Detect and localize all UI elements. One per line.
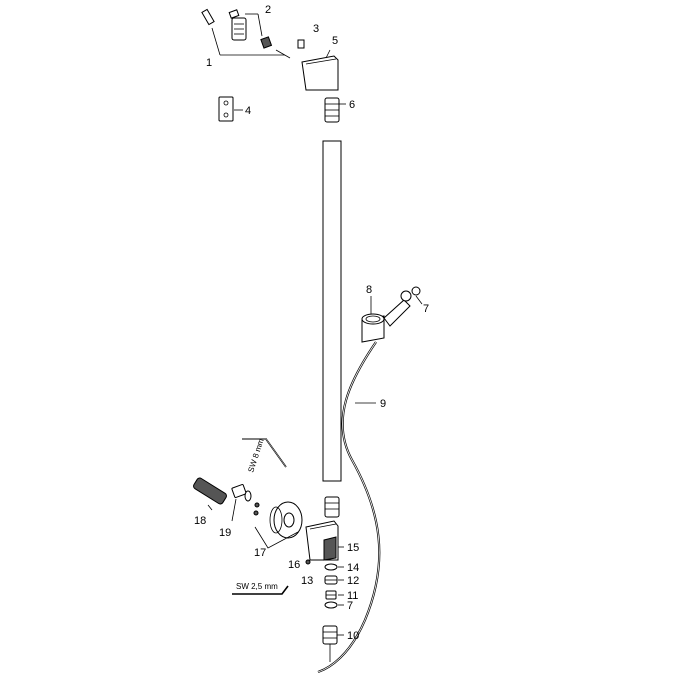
wall-connector <box>193 477 252 522</box>
callout-7-bottom: 7 <box>347 600 353 612</box>
callout-17: 17 <box>254 547 266 559</box>
callout-2: 2 <box>265 4 271 16</box>
callout-9: 9 <box>380 398 386 410</box>
callout-18: 18 <box>194 515 206 527</box>
hex-key-8mm-label: SW 8 mm <box>246 437 266 473</box>
rail-slider <box>361 286 423 343</box>
callout-19: 19 <box>219 527 231 539</box>
hex-key-8mm-icon <box>242 438 287 468</box>
bottom-small-parts <box>305 559 344 609</box>
callout-7-top: 7 <box>423 303 429 315</box>
wall-plate <box>218 96 243 122</box>
callout-5: 5 <box>332 35 338 47</box>
top-connector <box>324 97 346 123</box>
callout-15: 15 <box>347 542 359 554</box>
callout-13: 13 <box>301 575 313 587</box>
shower-rail <box>322 140 342 482</box>
wall-mount-screw-kit <box>201 8 305 59</box>
escutcheon <box>253 501 303 549</box>
callout-1: 1 <box>206 57 212 69</box>
shower-hose <box>317 341 381 674</box>
bottom-holder <box>305 520 344 561</box>
hex-key-2-5mm-label: SW 2,5 mm <box>236 582 278 591</box>
lower-rail-connector <box>324 496 340 518</box>
callout-16: 16 <box>288 559 300 571</box>
hose-nut <box>322 625 344 662</box>
callout-8: 8 <box>366 284 372 296</box>
callout-4: 4 <box>245 105 251 117</box>
callout-11: 11 <box>347 590 358 602</box>
callout-3: 3 <box>313 23 319 35</box>
hex-key-2-5mm-icon <box>232 585 289 595</box>
callout-6: 6 <box>349 99 355 111</box>
top-holder <box>301 49 339 91</box>
callout-12: 12 <box>347 575 359 587</box>
callout-14: 14 <box>347 562 359 574</box>
callout-10: 10 <box>347 630 359 642</box>
